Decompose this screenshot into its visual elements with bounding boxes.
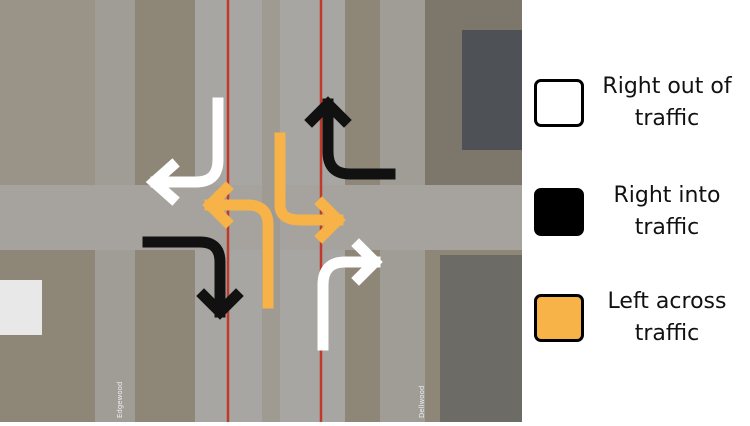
- white-right-arrow: [317, 238, 383, 351]
- legend-item-left-across: Left across traffic: [534, 286, 750, 350]
- legend-item-right-into: Right into traffic: [534, 180, 750, 244]
- black-swatch: [534, 188, 584, 236]
- orange-swatch: [534, 294, 584, 342]
- legend-label: Left across traffic: [607, 289, 727, 346]
- legend-label: Right out of traffic: [602, 74, 732, 131]
- parking-lot-top-left: [0, 0, 95, 185]
- parking-lot-bottom-right: [440, 255, 522, 422]
- white-left-arrow: [145, 97, 224, 206]
- building-bottom-left: [0, 280, 42, 335]
- building-roof: [462, 30, 522, 150]
- orange-right-arrow: [274, 132, 346, 244]
- aerial-intersection-map: Edgewood Dellwood: [0, 0, 522, 422]
- black-top-arrow: [304, 96, 396, 180]
- white-swatch: [534, 79, 584, 127]
- black-bottom-arrow: [142, 236, 244, 320]
- median: [262, 0, 280, 422]
- street-label-dellwood: Dellwood: [418, 385, 426, 418]
- legend-item-right-out: Right out of traffic: [534, 71, 750, 135]
- cross-road: [0, 185, 522, 250]
- legend-label: Right into traffic: [613, 183, 721, 240]
- street-label-edgewood: Edgewood: [116, 381, 124, 418]
- orange-left-arrow: [202, 181, 274, 309]
- legend: Right out of traffic Right into traffic …: [522, 0, 750, 422]
